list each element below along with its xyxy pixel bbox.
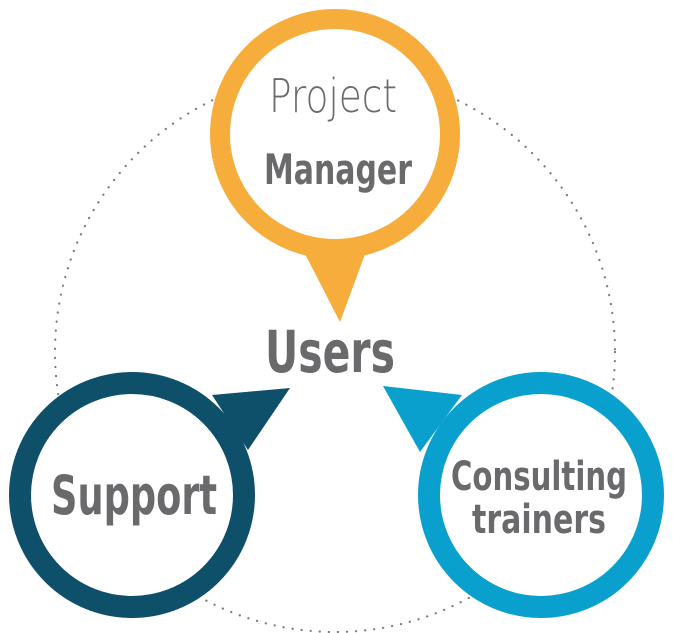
consulting-trainers-pointer [383, 386, 462, 452]
project-manager-pointer [302, 246, 368, 322]
support-label: Support [51, 464, 217, 527]
consulting-trainers-ring [418, 372, 664, 618]
project-manager-line2: Manager [264, 145, 412, 194]
support-pointer [212, 388, 290, 450]
center-users-label: Users [265, 318, 395, 386]
project-manager-ring [210, 9, 460, 259]
consulting-trainers-bubble: Consulting trainers [383, 372, 664, 618]
support-ring [9, 372, 255, 618]
consulting-trainers-line2: trainers [472, 497, 606, 543]
consulting-trainers-line1: Consulting [451, 454, 627, 500]
support-bubble: Support [9, 372, 290, 618]
project-manager-line1: Project [269, 69, 397, 123]
project-manager-bubble: Project Manager [210, 9, 460, 322]
